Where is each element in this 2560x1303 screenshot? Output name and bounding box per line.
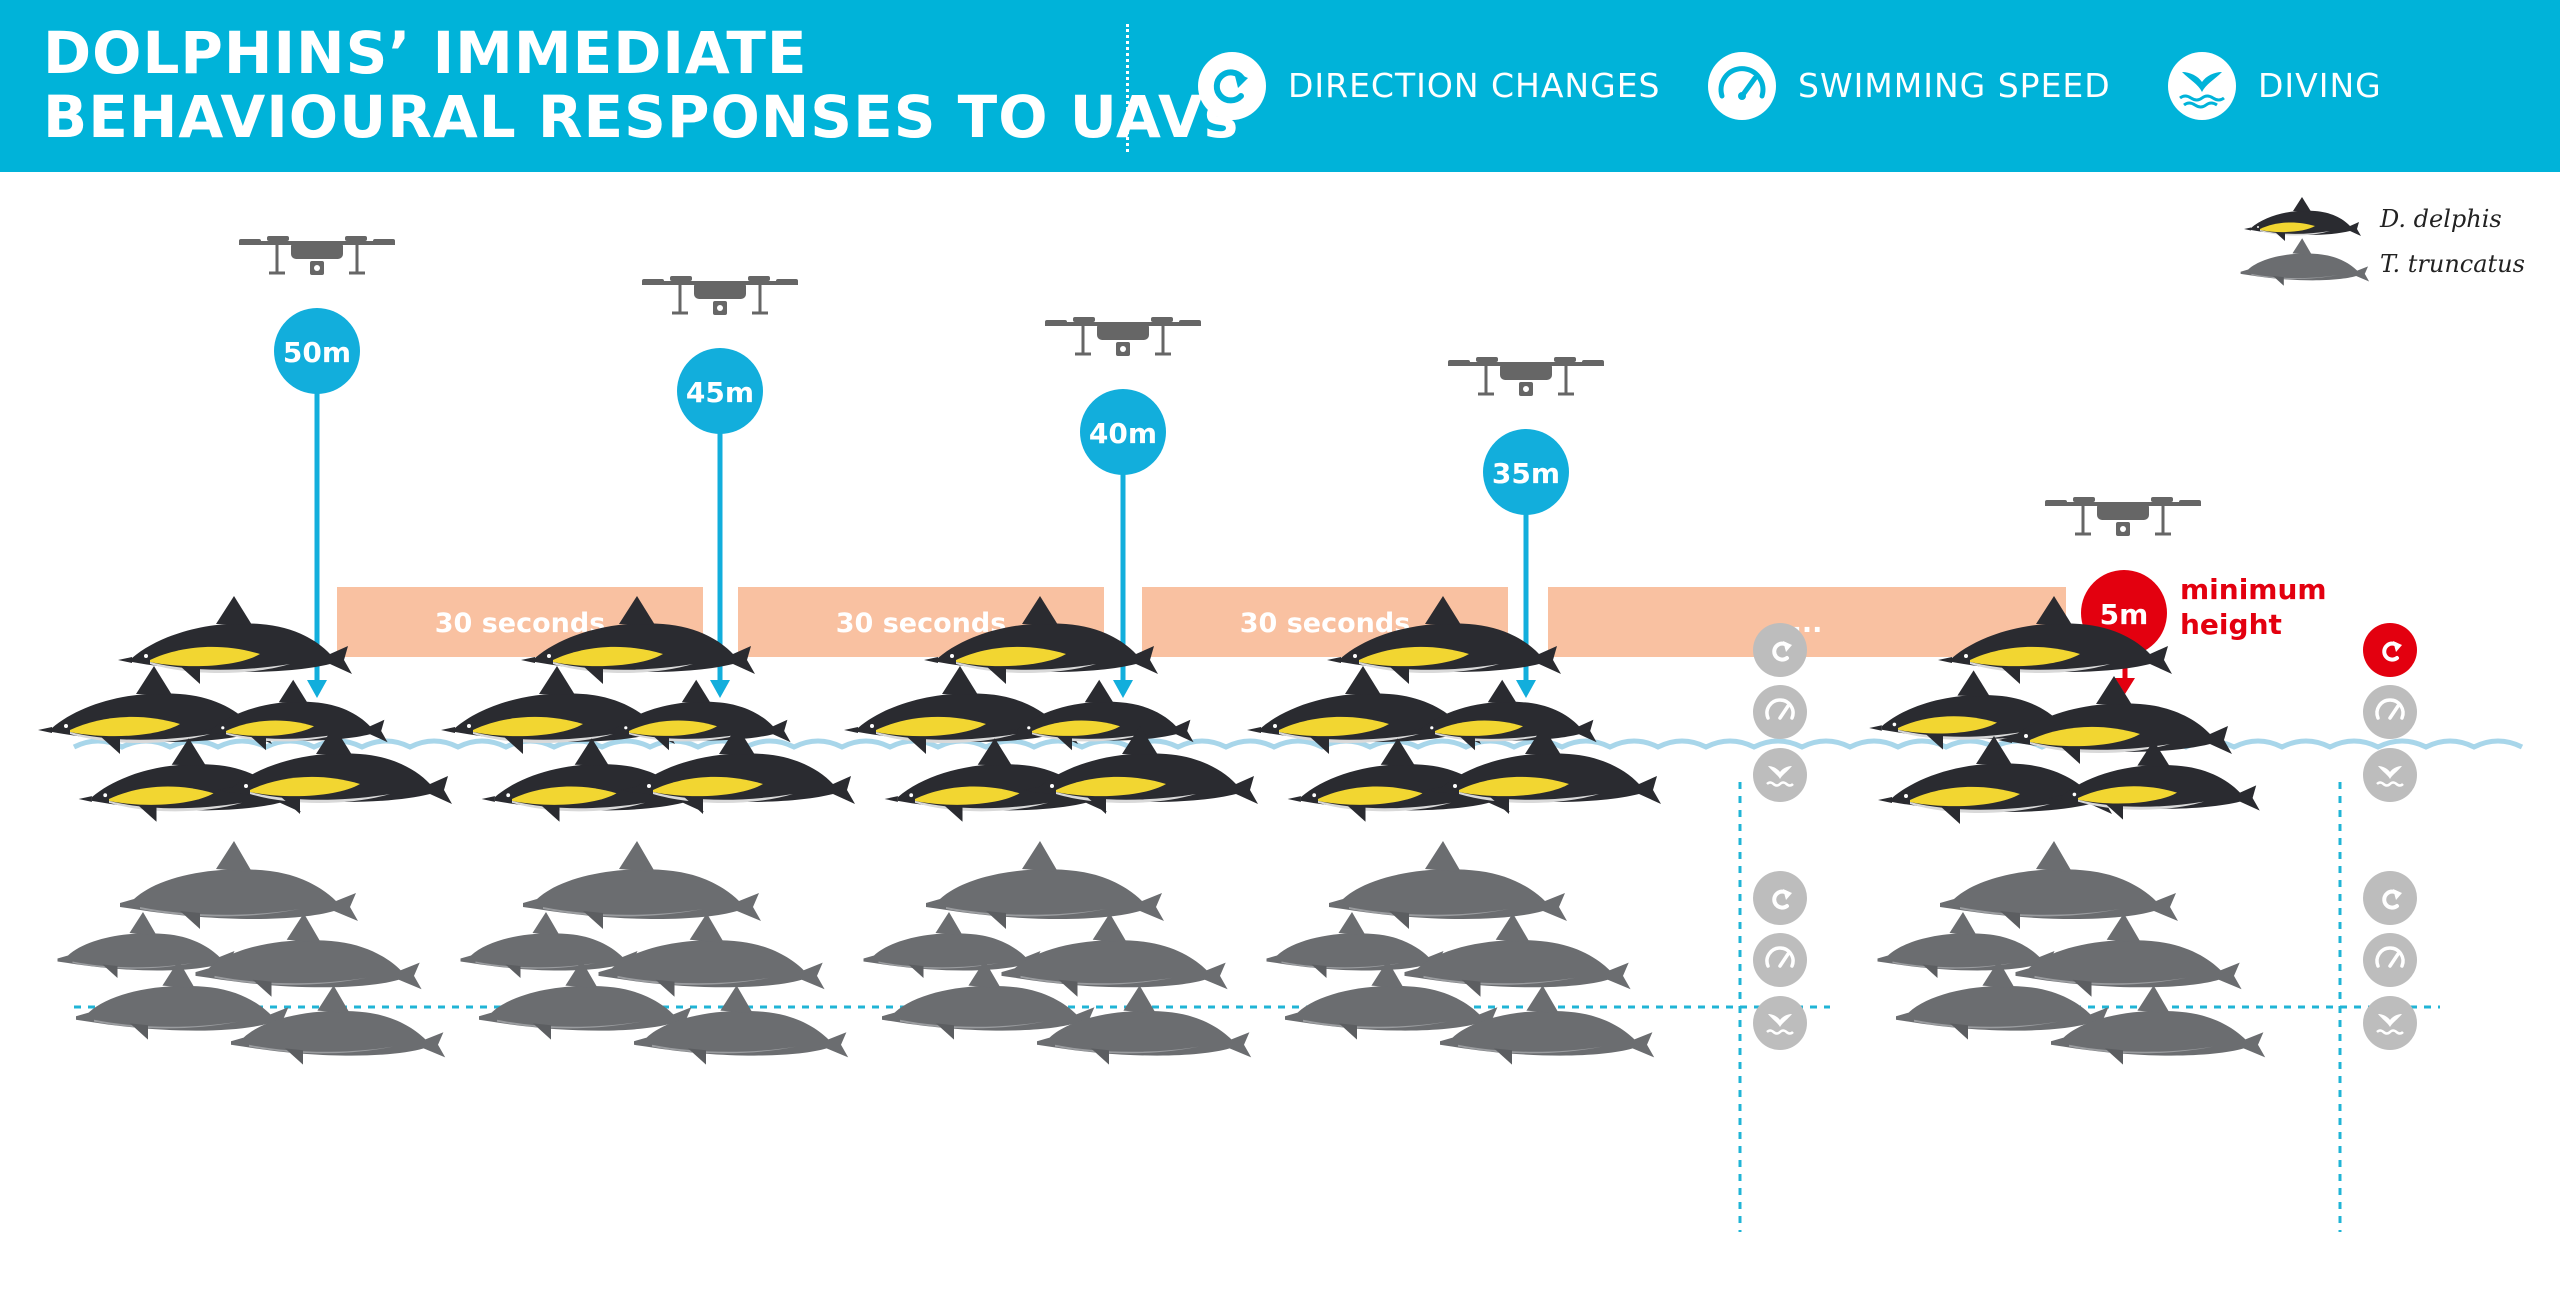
species-legend: D. delphis T. truncatus <box>2240 197 2525 286</box>
swimming-speed-indicator-icon <box>1753 933 1807 987</box>
minimum-height-label: height <box>2180 608 2282 641</box>
bottlenose-dolphin-pods <box>57 841 2266 1065</box>
response-indicators <box>1753 623 2417 1050</box>
title-line-2: BEHAVIOURAL RESPONSES TO UAVs <box>43 83 1240 151</box>
title-line-1: DOLPHINS’ IMMEDIATE <box>43 19 808 87</box>
legend-label: SWIMMING SPEED <box>1798 66 2111 105</box>
direction-change-indicator-icon <box>1753 623 1807 677</box>
svg-text:30 seconds: 30 seconds <box>435 608 606 639</box>
diving-indicator-icon <box>1753 748 1807 802</box>
bottlenose-dolphin <box>1940 841 2178 929</box>
diagram-area: D. delphis T. truncatus 30 seconds 30 se… <box>0 172 2560 1303</box>
svg-text:5m: 5m <box>2100 598 2149 631</box>
svg-text:45m: 45m <box>686 376 754 409</box>
bottlenose-dolphin <box>2051 985 2266 1065</box>
minimum-height-label: minimum <box>2180 573 2327 606</box>
direction-change-indicator-icon <box>2363 871 2417 925</box>
svg-text:35m: 35m <box>1492 457 1560 490</box>
swimming-speed-indicator-icon <box>1753 685 1807 739</box>
legend-label: DIRECTION CHANGES <box>1288 66 1661 105</box>
bottlenose-dolphin <box>1440 985 1655 1065</box>
speedometer-icon <box>1708 52 1776 120</box>
species-name-t-truncatus: T. truncatus <box>2380 250 2525 278</box>
bottlenose-dolphin <box>231 985 446 1065</box>
direction-change-indicator-icon <box>1753 871 1807 925</box>
drone-icon <box>640 274 800 317</box>
drone-icon <box>237 234 397 277</box>
legend-label: DIVING <box>2258 66 2382 105</box>
swimming-speed-indicator-icon <box>2363 933 2417 987</box>
common-dolphin-icon <box>2244 197 2361 241</box>
header-banner: DOLPHINS’ IMMEDIATE BEHAVIOURAL RESPONSE… <box>0 0 2560 172</box>
drone-icon <box>1043 315 1203 358</box>
whale-tail-icon <box>2168 52 2236 120</box>
svg-text:40m: 40m <box>1089 417 1157 450</box>
bottlenose-dolphin <box>926 841 1164 929</box>
species-name-d-delphis: D. delphis <box>2379 205 2502 233</box>
svg-text:30 seconds: 30 seconds <box>1240 608 1411 639</box>
diving-indicator-icon <box>2363 996 2417 1050</box>
height-marker-45m: 45m <box>677 348 763 698</box>
drone-icon <box>2043 495 2203 538</box>
height-marker-40m: 40m <box>1080 389 1166 698</box>
bottlenose-dolphin <box>523 841 761 929</box>
drone-icon <box>1446 355 1606 398</box>
direction-change-icon <box>1198 52 1266 120</box>
bottlenose-dolphin <box>120 841 358 929</box>
svg-text:50m: 50m <box>283 336 351 369</box>
bottlenose-dolphin <box>634 985 849 1065</box>
bottlenose-dolphin <box>1037 985 1252 1065</box>
direction-change-indicator-icon <box>2363 623 2417 677</box>
bottlenose-dolphin-icon <box>2240 238 2370 286</box>
diving-indicator-icon <box>1753 996 1807 1050</box>
height-marker-50m: 50m <box>274 308 360 698</box>
header-divider <box>1126 24 1129 152</box>
diving-indicator-icon <box>2363 748 2417 802</box>
bottlenose-dolphin <box>1329 841 1567 929</box>
swimming-speed-indicator-icon <box>2363 685 2417 739</box>
svg-text:30 seconds: 30 seconds <box>836 608 1007 639</box>
